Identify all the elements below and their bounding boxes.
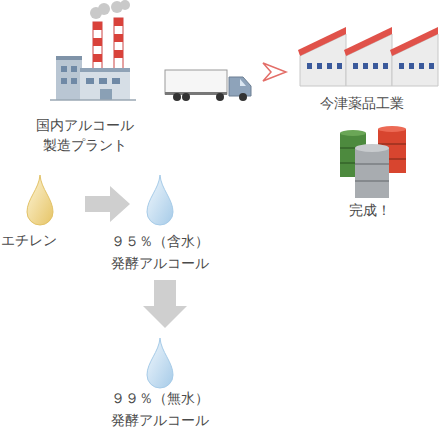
- node-sublabel: 発酵アルコール: [95, 409, 225, 431]
- warehouse-illustration: [298, 27, 438, 86]
- factory-illustration: [50, 0, 136, 100]
- factory-node: 国内アルコール 製造プラント: [20, 0, 150, 155]
- truck-illustration: [165, 70, 251, 101]
- flow-arrow: [85, 186, 130, 222]
- node-label: 国内アルコール 製造プラント: [20, 115, 150, 155]
- node-label: ９５％（含水）: [95, 230, 225, 252]
- node-label: ９９％（無水）: [95, 387, 225, 409]
- drop-node: エチレン: [0, 170, 58, 250]
- node-label: 今津薬品工業: [292, 93, 432, 113]
- node-sublabel: 発酵アルコール: [95, 252, 225, 274]
- drop-node: ９５％（含水）発酵アルコール: [95, 170, 225, 274]
- warehouse-node: 今津薬品工業: [292, 20, 432, 113]
- drum-illustration: [340, 126, 406, 198]
- drop-shape: [147, 175, 173, 225]
- flow-arrow: [143, 280, 187, 328]
- node-label: エチレン: [0, 230, 58, 250]
- drum-node: 完成！: [330, 120, 410, 220]
- drop-shape: [27, 175, 53, 225]
- drop-shape: [147, 338, 173, 388]
- node-label: 完成！: [330, 200, 410, 220]
- drop-node: ９９％（無水）発酵アルコール: [95, 335, 225, 431]
- chevron-symbol: [263, 63, 286, 81]
